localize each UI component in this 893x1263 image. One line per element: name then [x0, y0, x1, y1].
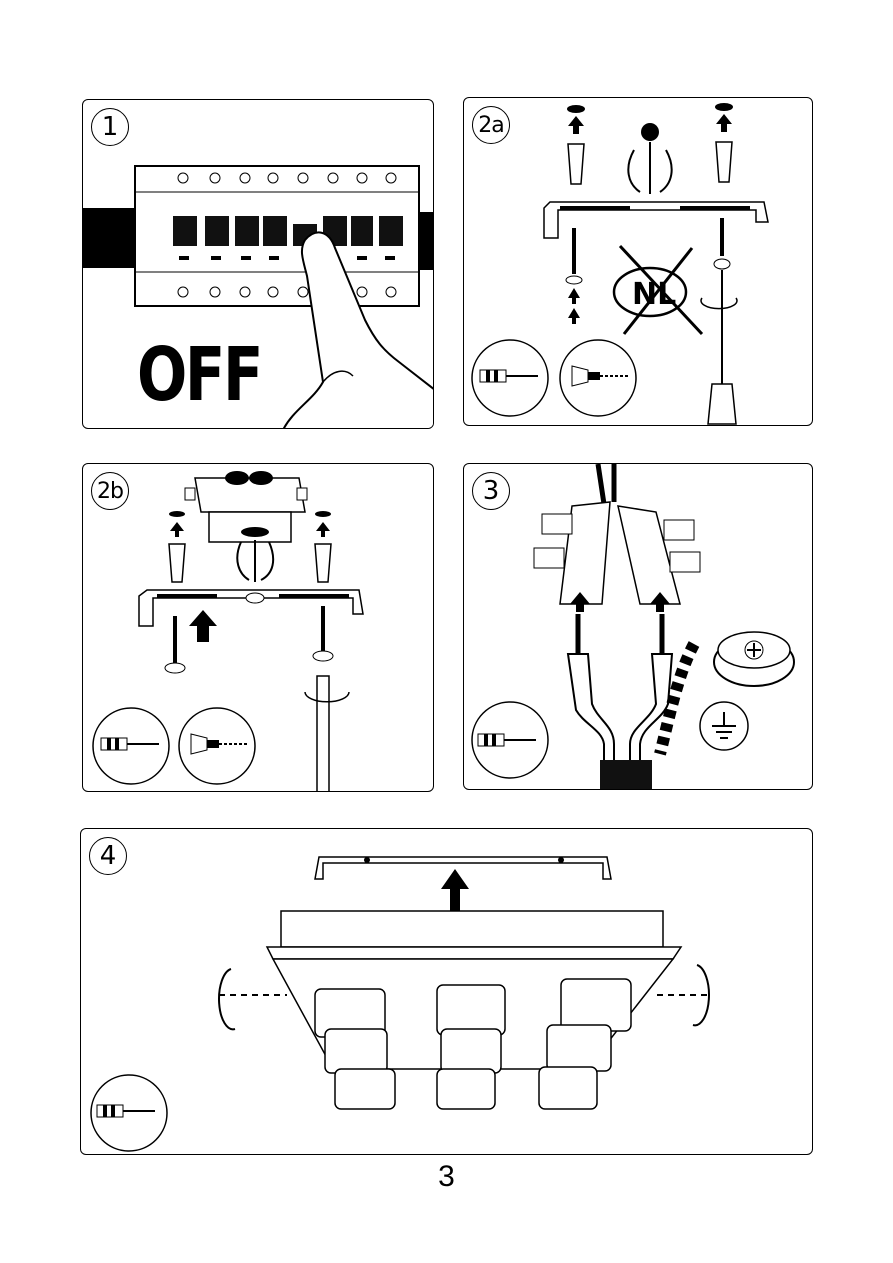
drill-icon	[187, 732, 251, 756]
ground-symbol-icon	[708, 708, 740, 744]
step-number: 3	[472, 472, 510, 510]
screwdriver-icon	[476, 730, 540, 750]
screwdriver-icon	[99, 734, 163, 754]
fixture-mounting-illustration	[81, 829, 813, 1155]
step-number: 4	[89, 837, 127, 875]
panel-step-2a: 2a NL	[463, 97, 813, 426]
panel-step-2b: 2b	[82, 463, 434, 792]
step-number: 2a	[472, 106, 510, 144]
step-number: 2b	[91, 472, 129, 510]
page-number: 3	[0, 1160, 893, 1194]
off-label: OFF	[137, 332, 261, 418]
panel-step-4: 4	[80, 828, 813, 1155]
screwdriver-icon	[95, 1101, 159, 1121]
panel-step-3: 3	[463, 463, 813, 790]
step-number: 1	[91, 108, 129, 146]
screwdriver-icon	[478, 366, 542, 386]
panel-step-1: 1 OFF	[82, 99, 434, 429]
drill-icon	[568, 364, 632, 388]
